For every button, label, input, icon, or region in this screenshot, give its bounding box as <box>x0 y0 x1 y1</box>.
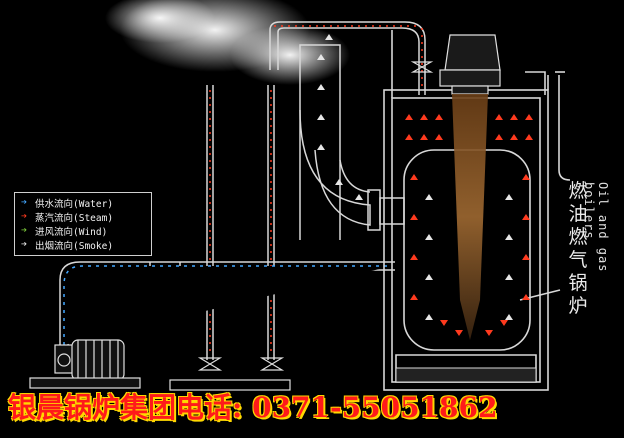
legend-item-wind: ➔ 进风流向(Wind) <box>21 224 107 238</box>
legend-label: 蒸汽流向(Steam) <box>35 213 114 224</box>
boiler-steam-arrows <box>405 114 533 336</box>
steam-flow-marks <box>209 25 423 355</box>
boiler-subtitle: Oil and gas boilers <box>582 182 610 273</box>
arrow-icon: ➔ <box>21 211 28 222</box>
arrow-icon: ➔ <box>21 225 28 236</box>
flow-legend: ➔ 供水流向(Water) ➔ 蒸汽流向(Steam) ➔ 进风流向(Wind)… <box>14 192 152 256</box>
smoke-cloud <box>105 0 350 85</box>
legend-label: 出烟流向(Smoke) <box>35 241 114 252</box>
arrow-icon: ➔ <box>21 239 28 250</box>
flame-column <box>452 94 488 340</box>
legend-item-water: ➔ 供水流向(Water) <box>21 196 113 210</box>
burner <box>439 34 501 95</box>
legend-item-steam: ➔ 蒸汽流向(Steam) <box>21 210 113 224</box>
legend-label: 进风流向(Wind) <box>35 227 108 238</box>
arrow-icon: ➔ <box>21 197 28 208</box>
boiler-title: 燃油燃气锅炉 <box>568 180 588 317</box>
boiler-base <box>395 367 537 383</box>
contact-phone-banner: 银晨锅炉集团电话: 0371-55051862 <box>8 391 498 424</box>
legend-item-smoke: ➔ 出烟流向(Smoke) <box>21 238 113 252</box>
valves <box>169 61 434 391</box>
legend-label: 供水流向(Water) <box>35 199 114 210</box>
steam-pipe <box>206 21 426 360</box>
feed-pump <box>29 339 141 389</box>
water-flow-marks <box>63 265 392 345</box>
